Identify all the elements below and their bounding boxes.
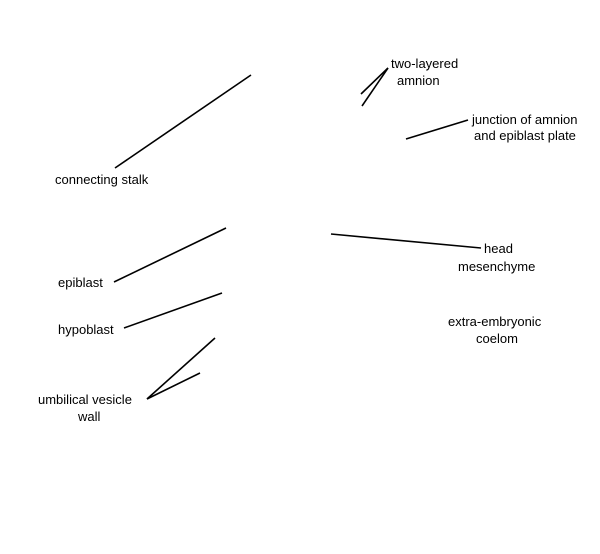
leader-hypoblast bbox=[123, 292, 223, 329]
label-extra-embryonic-coelom-1: extra-embryonic bbox=[448, 314, 542, 329]
label-head-mesenchyme-1: head bbox=[484, 241, 513, 256]
leader-epiblast bbox=[113, 227, 227, 283]
label-two-layered-amnion-2: amnion bbox=[397, 73, 440, 88]
label-two-layered-amnion-1: two-layered bbox=[391, 56, 458, 71]
leader-connecting-stalk bbox=[114, 74, 252, 169]
leader-junction bbox=[405, 119, 469, 140]
label-junction-2: and epiblast plate bbox=[474, 128, 576, 143]
label-hypoblast: hypoblast bbox=[58, 322, 114, 337]
leader-umbilical-1 bbox=[146, 337, 216, 400]
label-umbilical-vesicle-wall-2: wall bbox=[77, 409, 101, 424]
label-extra-embryonic-coelom-2: coelom bbox=[476, 331, 518, 346]
label-head-mesenchyme-2: mesenchyme bbox=[458, 259, 535, 274]
leader-amnion-2 bbox=[361, 67, 389, 107]
label-connecting-stalk: connecting stalk bbox=[55, 172, 149, 187]
label-epiblast: epiblast bbox=[58, 275, 103, 290]
leader-amnion-1 bbox=[360, 67, 389, 95]
leader-head-mesenchyme bbox=[330, 233, 482, 249]
leader-umbilical-2 bbox=[146, 372, 201, 400]
label-umbilical-vesicle-wall-1: umbilical vesicle bbox=[38, 392, 132, 407]
label-junction-1: junction of amnion bbox=[471, 112, 578, 127]
